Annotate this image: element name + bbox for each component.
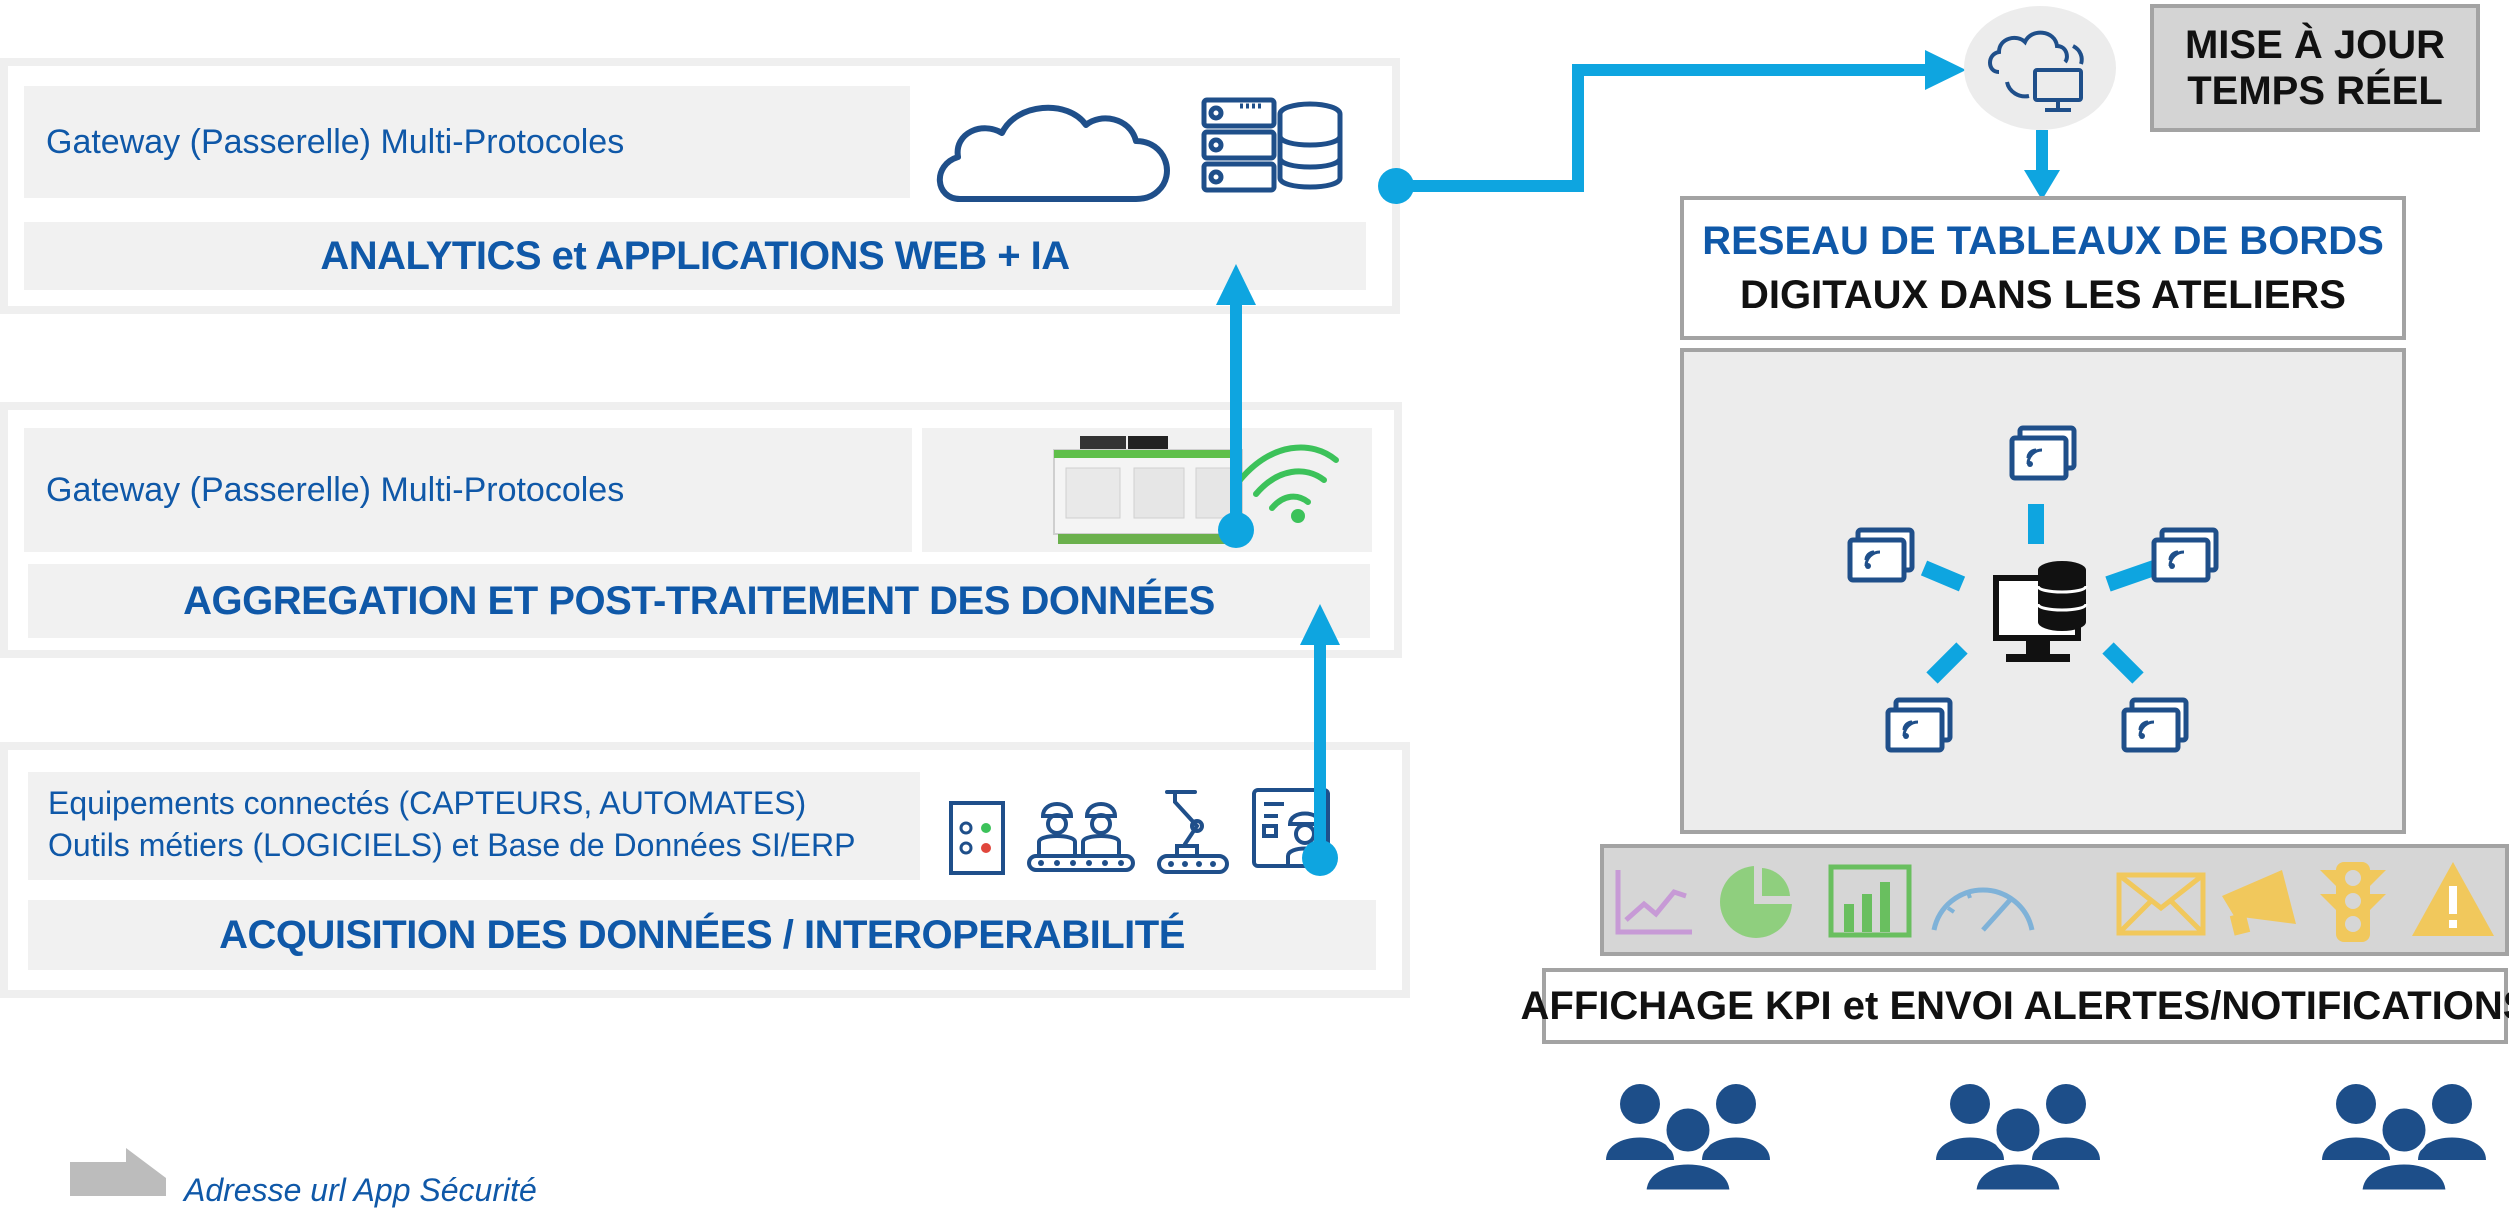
warning-icon [2412,862,2494,936]
users-icon [1936,1084,2100,1195]
analytics-title: ANALYTICS et APPLICATIONS WEB + IA [320,233,1070,278]
equipment-line-2: Outils métiers (LOGICIELS) et Base de Do… [48,827,856,863]
dashboard-network-diagram [1920,504,2157,684]
arrow-right-icon [70,1148,166,1196]
app-url-text[interactable]: Adresse url App Sécurité [184,1172,537,1208]
mail-icon [2116,872,2206,936]
line-chart-icon [1615,870,1692,935]
equipment-line-1: Equipements connectés (CAPTEURS, AUTOMAT… [48,785,807,821]
analytics-title-bar: ANALYTICS et APPLICATIONS WEB + IA [24,222,1366,290]
wireless-screen-icon [2009,425,2077,481]
top-gateway-label: Gateway (Passerelle) Multi-Protocoles [24,86,910,198]
dashboard-network-title-line-1: RESEAU DE TABLEAUX DE BORDS [1702,219,2384,263]
control-panel-icon [949,801,1005,875]
dashboard-network-title-line-2: DIGITAUX DANS LES ATELIERS [1740,273,2346,317]
aggregation-title-bar: AGGREGATION ET POST-TRAITEMENT DES DONNÉ… [28,564,1370,638]
pie-chart-icon [1720,863,1795,938]
kpi-title-box: AFFICHAGE KPI et ENVOI ALERTES/NOTIFICAT… [1521,968,2509,1044]
workers-icon [1027,802,1135,872]
wireless-screen-icon [1847,527,1915,583]
gauge-icon [1931,887,2035,932]
realtime-update-box: MISE À JOUR TEMPS RÉEL [2150,4,2480,132]
robot-arm-icon [1157,790,1229,874]
kpi-title: AFFICHAGE KPI et ENVOI ALERTES/NOTIFICAT… [1520,983,2509,1028]
middle-gateway-label: Gateway (Passerelle) Multi-Protocoles [24,428,912,552]
wireless-screen-icon [2121,697,2189,753]
wireless-screen-icon [2151,527,2219,583]
users-icon [1606,1084,1770,1195]
traffic-light-icon [2320,862,2386,942]
aggregation-title: AGGREGATION ET POST-TRAITEMENT DES DONNÉ… [183,578,1215,623]
realtime-update-line-2: TEMPS RÉEL [2187,69,2443,113]
cloud-sync-icon [1988,30,2084,112]
gateway-device-icon [1053,436,1243,544]
cloud-icon [936,104,1170,202]
megaphone-icon [2222,870,2296,936]
wireless-screen-icon [1885,697,1953,753]
middle-gateway-text: Gateway (Passerelle) Multi-Protocoles [46,470,625,509]
database-computer-icon [1993,561,2088,662]
realtime-update-line-1: MISE À JOUR [2184,23,2446,67]
equipment-label-box: Equipements connectés (CAPTEURS, AUTOMAT… [28,772,920,880]
dashboard-network-title-box: RESEAU DE TABLEAUX DE BORDS DIGITAUX DAN… [1680,196,2406,340]
server-database-icon [1201,97,1343,193]
users-icon [2322,1084,2486,1195]
app-url-link[interactable]: Adresse url App Sécurité [184,1172,537,1209]
top-gateway-text: Gateway (Passerelle) Multi-Protocoles [46,122,625,161]
acquisition-title: ACQUISITION DES DONNÉES / INTEROPERABILI… [219,912,1185,957]
wifi-icon [1237,444,1339,523]
acquisition-title-bar: ACQUISITION DES DONNÉES / INTEROPERABILI… [28,900,1376,970]
bar-chart-icon [1828,864,1912,938]
